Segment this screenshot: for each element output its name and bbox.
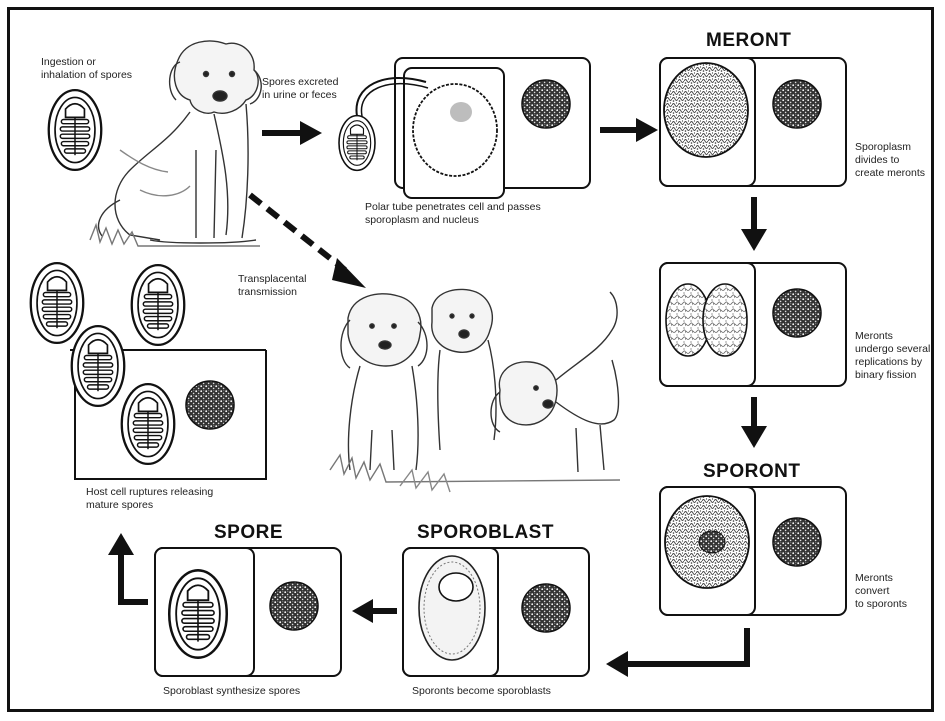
arrow-fission-down: [741, 397, 767, 448]
caption-ingestion: Ingestion or inhalation of spores: [41, 56, 132, 82]
cell-box-meront: [660, 58, 846, 186]
caption-host-rupture: Host cell ruptures releasing mature spor…: [86, 486, 213, 512]
stage-title-sporoblast: SPOROBLAST: [417, 522, 554, 544]
arrow-sporoblast-to-spore: [352, 599, 397, 623]
cell-box-polar-tube: [395, 58, 590, 198]
caption-sporoplasm-divides: Sporoplasm divides to create meronts: [855, 141, 925, 180]
host-cell-rupture-box: [31, 263, 266, 479]
arrow-spore-to-host: [108, 533, 148, 602]
cell-box-sporont: [660, 487, 846, 615]
caption-polar-tube: Polar tube penetrates cell and passes sp…: [365, 201, 541, 227]
cell-box-binary-fission: [660, 263, 846, 386]
caption-excreted: Spores excreted in urine or feces: [262, 76, 338, 102]
ingested-spore: [49, 90, 102, 170]
caption-synthesize: Sporoblast synthesize spores: [163, 685, 300, 698]
arrow-sporont-to-sporoblast: [606, 628, 747, 677]
arrow-to-meront: [600, 118, 658, 142]
stage-title-meront: MERONT: [706, 30, 791, 52]
caption-become-sporoblasts: Sporonts become sporoblasts: [412, 685, 551, 698]
cell-box-spore: [155, 548, 341, 676]
stage-title-spore: SPORE: [214, 522, 283, 544]
cell-box-sporoblast: [403, 548, 589, 676]
caption-transplacental: Transplacental transmission: [238, 273, 306, 299]
stage-title-sporont: SPORONT: [703, 461, 800, 483]
arrow-dog-to-excretion: [262, 121, 322, 145]
puppies-illustration: [330, 289, 620, 492]
caption-convert: Meronts convert to sporonts: [855, 572, 907, 611]
caption-binary-fission: Meronts undergo several replications by …: [855, 330, 930, 382]
arrow-meront-down: [741, 197, 767, 251]
